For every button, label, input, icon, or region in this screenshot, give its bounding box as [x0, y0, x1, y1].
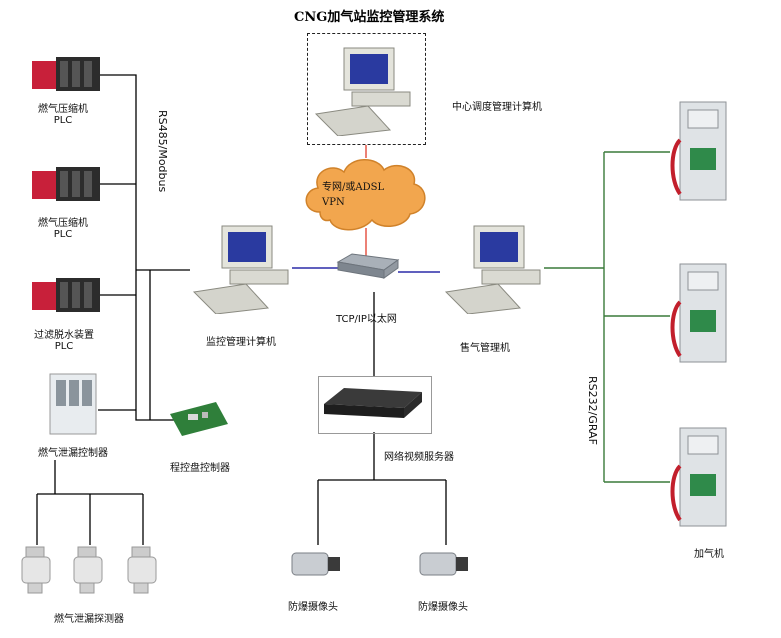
camera-label-2: 防爆摄像头: [418, 602, 468, 613]
monitor-pc-label: 监控管理计算机: [206, 337, 276, 348]
plc-icon-1: [32, 57, 100, 91]
dispenser-label: 加气机: [694, 549, 724, 560]
camera-icon-1: [291, 552, 340, 576]
video-server-icon: [324, 388, 422, 418]
detector-tree: [36, 460, 144, 545]
sales-pc-icon: [444, 225, 541, 314]
rs485-label: RS485/Modbus: [156, 110, 169, 193]
plc-icon-2: [32, 167, 100, 201]
dispenser-links: [544, 151, 670, 483]
central-pc-frame: [307, 33, 426, 145]
video-server-frame: [318, 376, 432, 434]
monitor-pc-icon: [192, 225, 289, 314]
leak-detector-icon-2: [73, 546, 103, 594]
leak-controller-label: 燃气泄漏控制器: [38, 448, 108, 459]
leak-controller-icon: [49, 373, 97, 435]
dispenser-icon-1: [670, 101, 727, 201]
plc-icon-3: [32, 278, 100, 312]
network-switch-icon: [336, 253, 400, 279]
rs232-label: RS232/GRAF: [586, 376, 599, 445]
central-pc-icon: [314, 47, 411, 136]
leak-detector-icon-3: [127, 546, 157, 594]
network-label: TCP/IP以太网: [336, 314, 397, 325]
leak-detector-icon-1: [21, 546, 51, 594]
program-controller-icon: [170, 402, 228, 436]
video-server-label: 网络视频服务器: [384, 452, 454, 463]
diagram-title: CNG加气站监控管理系统: [294, 10, 445, 25]
leak-detector-label: 燃气泄漏探测器: [54, 614, 124, 625]
camera-icon-2: [419, 552, 468, 576]
central-pc-label: 中心调度管理计算机: [452, 102, 542, 113]
dispenser-icon-3: [670, 427, 727, 527]
sales-pc-label: 售气管理机: [460, 343, 510, 354]
dispenser-icon-2: [670, 263, 727, 363]
camera-label-1: 防爆摄像头: [288, 602, 338, 613]
rs485-bus: [98, 74, 190, 421]
video-tree: [317, 292, 447, 545]
lan-links: [292, 267, 440, 273]
cloud-icon: [305, 159, 426, 231]
program-controller-label: 程控盘控制器: [170, 463, 230, 474]
